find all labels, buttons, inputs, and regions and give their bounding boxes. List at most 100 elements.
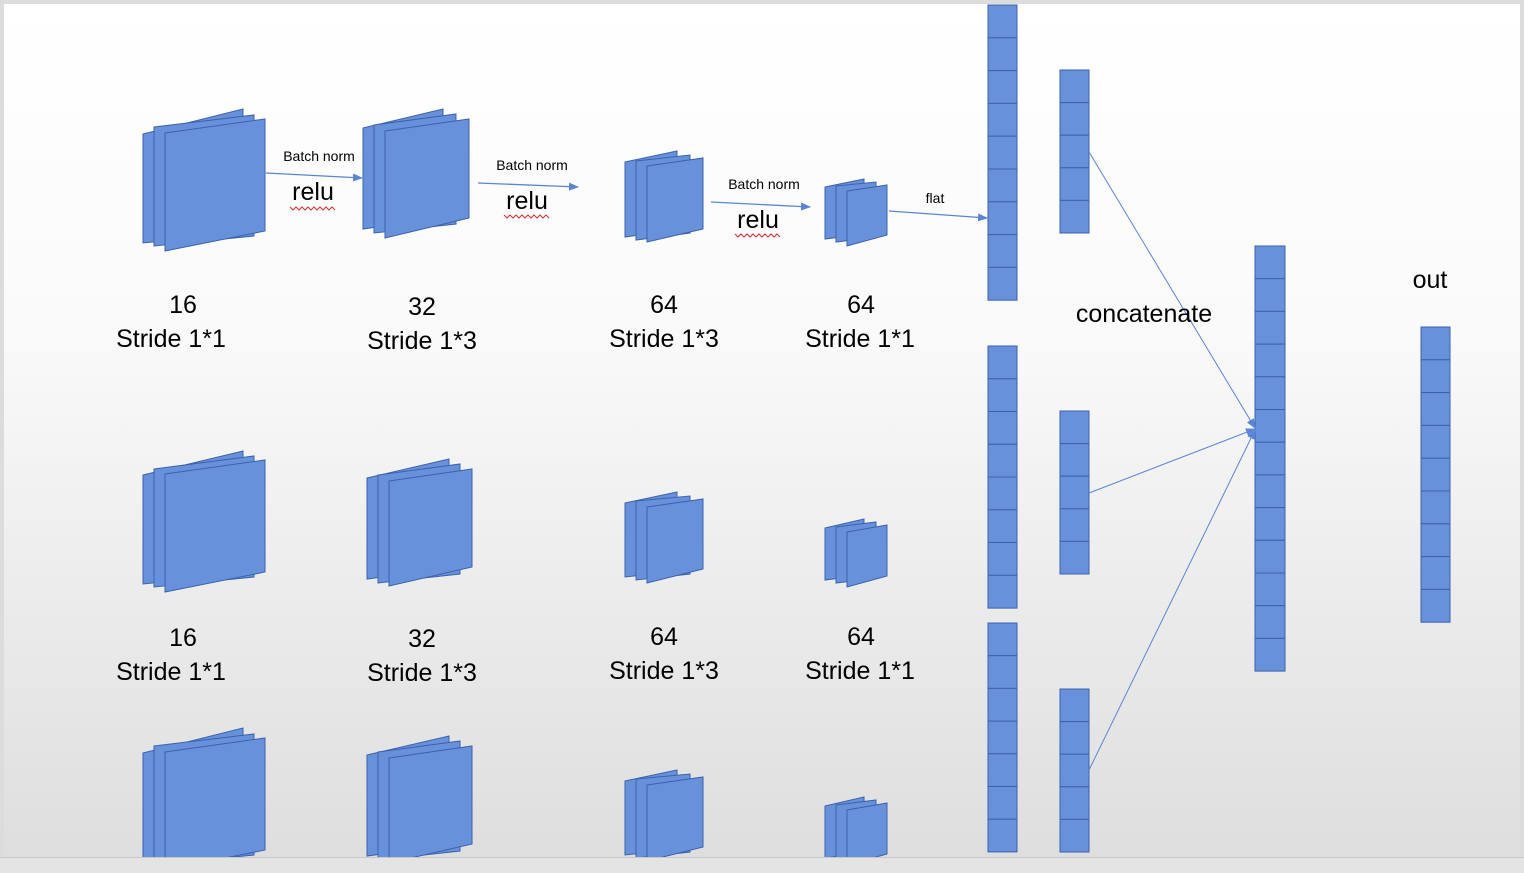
row2-layer4-stride: Stride 1*1 (805, 657, 915, 685)
vector-cell (987, 753, 1018, 787)
row1-layer4-filters: 64 (847, 291, 875, 319)
row1-layer2-stride: Stride 1*3 (367, 327, 477, 355)
arrow-3-bottom-label: relu (737, 206, 779, 234)
arrow-batchnorm-relu-1: Batch norm relu (265, 148, 363, 211)
vector-cell (987, 476, 1018, 511)
row1-layer1-stride: Stride 1*1 (116, 325, 226, 353)
concat-arrow-2 (1088, 428, 1256, 494)
row2-layer3-filters: 64 (650, 623, 678, 651)
vector-cell (1059, 753, 1090, 788)
row3-conv-layer-2 (366, 735, 473, 857)
vector-cell (987, 37, 1018, 72)
spellcheck-squiggle (503, 214, 550, 219)
vector-cell (987, 70, 1018, 104)
dense-vector-1 (1059, 69, 1090, 234)
vector-cell (1059, 199, 1090, 234)
row1-conv-layer-4 (824, 178, 888, 247)
vector-cell (1254, 310, 1286, 345)
arrow-batchnorm-relu-2: Batch norm relu (477, 157, 579, 219)
vector-cell (1059, 443, 1090, 477)
row2-conv-layer-1 (142, 450, 266, 593)
vector-cell (987, 687, 1018, 722)
vector-columns (987, 4, 1451, 853)
vector-cell (1420, 392, 1451, 426)
vector-cell (987, 378, 1018, 413)
out-label: out (1413, 266, 1448, 294)
vector-cell (987, 443, 1018, 478)
vector-cell (1420, 490, 1451, 525)
vector-cell (987, 720, 1018, 755)
output-vector (1420, 326, 1451, 623)
vector-cell (1059, 410, 1090, 445)
flat-vector-2 (987, 345, 1018, 609)
vector-cell (1254, 474, 1286, 509)
row1-conv-layer-2 (362, 108, 470, 239)
dense-vector-2 (1059, 410, 1090, 575)
spellcheck-squiggle (734, 233, 781, 238)
concat-arrow-1 (1088, 151, 1256, 429)
row1-conv-layer-1 (142, 108, 266, 252)
row2-layer1-stride: Stride 1*1 (116, 658, 226, 686)
row2-conv-layer-2 (366, 458, 473, 587)
row2-captions: 16 Stride 1*1 32 Stride 1*3 64 Stride 1*… (116, 623, 915, 687)
arrow-2-top-label: Batch norm (496, 157, 568, 173)
flat-vector-1 (987, 4, 1018, 301)
vector-cell (987, 622, 1018, 657)
vector-cell (987, 234, 1018, 268)
vector-cell (987, 135, 1018, 170)
row2-layer2-stride: Stride 1*3 (367, 659, 477, 687)
arrow-2-bottom-label: relu (506, 187, 548, 215)
vector-cell (1254, 507, 1286, 541)
vector-cell (1059, 721, 1090, 755)
vector-cell (1059, 69, 1090, 104)
vector-cell (1420, 326, 1451, 361)
row3-conv-layer-4 (824, 796, 888, 857)
vector-cell (1059, 508, 1090, 542)
row1-layer3-stride: Stride 1*3 (609, 325, 719, 353)
concatenate-arrows (1088, 151, 1256, 771)
concat-vector (1254, 245, 1286, 672)
slide-canvas: Batch norm relu Batch norm relu Batch no… (4, 4, 1520, 857)
vector-cell (987, 574, 1018, 609)
vector-cell (1059, 102, 1090, 136)
vector-cell (987, 786, 1018, 820)
row1-layer1-filters: 16 (169, 291, 197, 319)
row2-layer4-filters: 64 (847, 623, 875, 651)
vector-cell (1059, 688, 1090, 723)
vector-cell (1059, 167, 1090, 201)
vector-cell (1059, 818, 1090, 853)
vector-cell (1254, 637, 1286, 672)
spellcheck-squiggle (289, 206, 336, 211)
row2-conv-layer-3 (624, 491, 704, 584)
vector-cell (1420, 556, 1451, 590)
arrow-batchnorm-relu-3: Batch norm relu (710, 176, 811, 238)
flat-label: flat (926, 190, 945, 206)
vector-cell (1254, 343, 1286, 378)
vector-cell (1420, 588, 1451, 623)
vector-cell (1420, 424, 1451, 459)
vector-cell (1254, 539, 1286, 574)
vector-cell (1420, 457, 1451, 492)
vector-cell (1254, 572, 1286, 607)
vector-cell (987, 509, 1018, 544)
row1-layer2-filters: 32 (408, 293, 436, 321)
vector-cell (1254, 409, 1286, 443)
cnn-architecture-diagram: Batch norm relu Batch norm relu Batch no… (116, 4, 1451, 857)
row2-layer1-filters: 16 (169, 624, 197, 652)
vector-cell (1420, 359, 1451, 394)
row3-conv-layer-3 (624, 769, 704, 857)
flat-vector-3 (987, 622, 1018, 853)
row3-conv-layer-1 (142, 727, 266, 857)
row2-conv-layer-4 (824, 518, 888, 588)
arrow-1-top-label: Batch norm (283, 148, 355, 164)
row1-captions: 16 Stride 1*1 32 Stride 1*3 64 Stride 1*… (116, 291, 915, 355)
row2-layer2-filters: 32 (408, 625, 436, 653)
arrow-3-top-label: Batch norm (728, 176, 800, 192)
vector-cell (1254, 605, 1286, 639)
vector-cell (1254, 376, 1286, 410)
row1-layer4-stride: Stride 1*1 (805, 325, 915, 353)
concat-arrow-3 (1088, 429, 1256, 771)
vector-cell (1059, 786, 1090, 820)
row2-layer3-stride: Stride 1*3 (609, 657, 719, 685)
vector-cell (1059, 134, 1090, 169)
